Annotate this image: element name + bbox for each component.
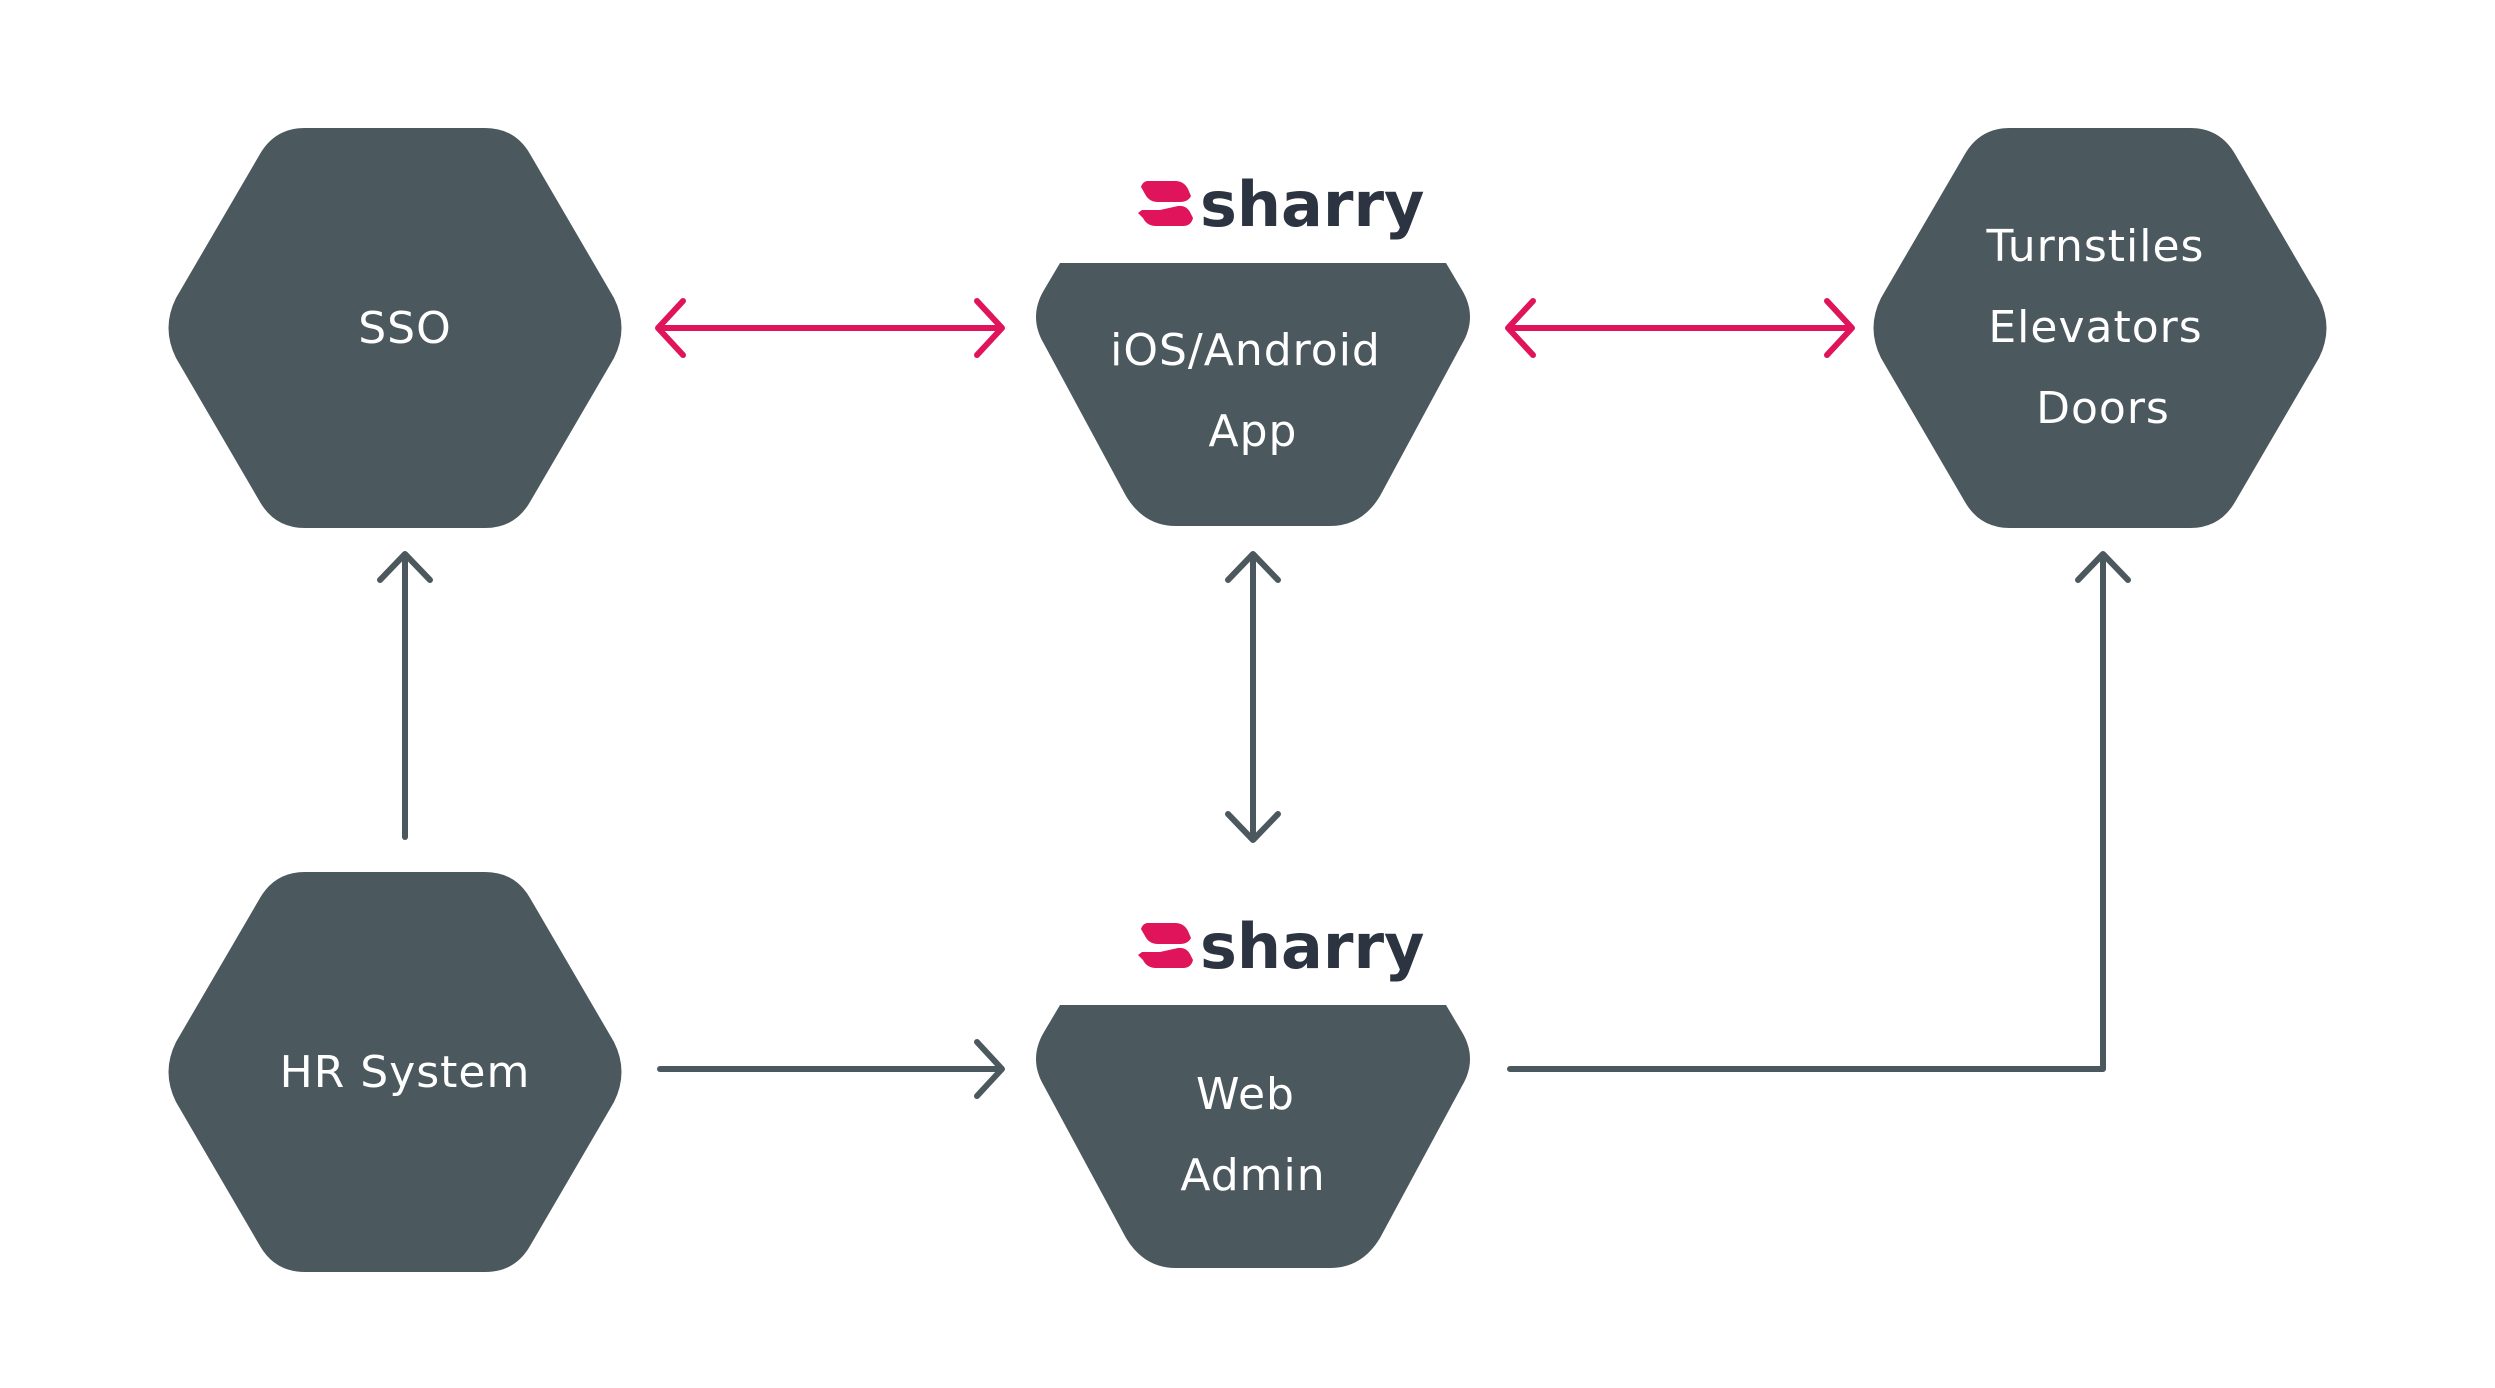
hr-node [168, 872, 622, 1272]
hr-label-line: HR System [280, 1047, 531, 1098]
sharry-logo-mark-icon [1138, 181, 1193, 226]
web-hardware-connector [1507, 551, 2131, 1072]
arrowhead-down-icon [1225, 811, 1281, 843]
hardware-label: Turnstiles Elevators Doors [1986, 221, 2220, 434]
hr-web-connector [657, 1039, 1005, 1099]
sharry-logo-text: sharry [1200, 168, 1424, 241]
hardware-label-line-2: Elevators [1988, 302, 2202, 353]
app-label-line-1: iOS/Android [1110, 325, 1381, 376]
app-web-connector [1225, 551, 1281, 843]
arrowhead-right-icon [974, 298, 1005, 358]
app-label-line-2: App [1209, 406, 1298, 457]
arrowhead-left-icon [655, 298, 686, 358]
sharry-logo-web: sharry [1138, 910, 1424, 983]
app-node [1036, 263, 1470, 526]
arrowhead-right-icon [974, 1039, 1005, 1099]
web-label-line-1: Web [1196, 1069, 1295, 1120]
arrowhead-left-icon [1505, 298, 1536, 358]
sso-app-connector [655, 298, 1005, 358]
hr-sso-connector [377, 551, 433, 840]
hr-label: HR System [280, 1047, 531, 1098]
arrowhead-up-icon [1225, 551, 1281, 583]
web-node [1036, 1005, 1470, 1268]
hardware-label-line-1: Turnstiles [1986, 221, 2205, 272]
hardware-label-line-3: Doors [2036, 383, 2170, 434]
arrowhead-up-icon [377, 551, 433, 583]
arrowhead-right-icon [1824, 298, 1855, 358]
arrowhead-up-icon [2075, 551, 2131, 583]
app-label: iOS/Android App [1110, 325, 1396, 457]
sharry-logo-app: sharry [1138, 168, 1424, 241]
sso-label: SSO [358, 303, 452, 354]
sharry-logo-mark-icon [1138, 923, 1193, 968]
web-label-line-2: Admin [1180, 1150, 1325, 1201]
app-hardware-connector [1505, 298, 1855, 358]
web-label: Web Admin [1180, 1069, 1325, 1201]
sharry-logo-text: sharry [1200, 910, 1424, 983]
hardware-node [1873, 128, 2327, 528]
sso-label-line: SSO [358, 303, 452, 354]
sso-node [168, 128, 622, 528]
